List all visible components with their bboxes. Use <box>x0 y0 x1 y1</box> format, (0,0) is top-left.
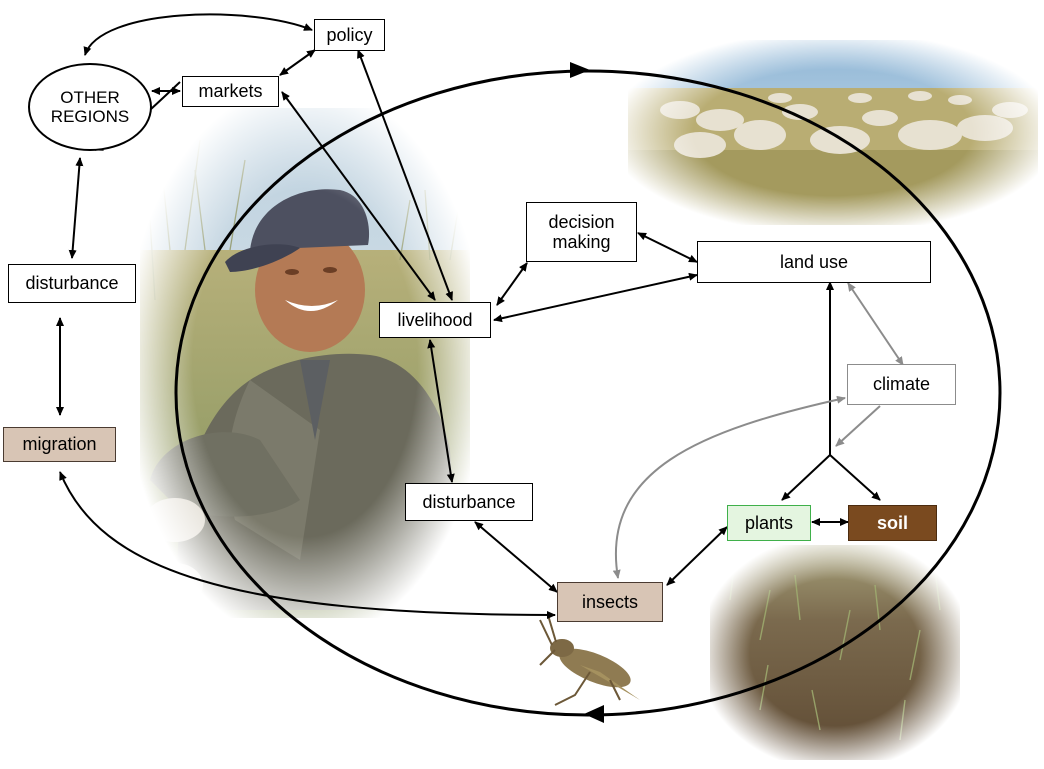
node-insects: insects <box>557 582 663 622</box>
node-policy: policy <box>314 19 385 51</box>
node-plants: plants <box>727 505 811 541</box>
node-disturbance-left-label: disturbance <box>25 273 119 294</box>
node-other-regions-label: OTHER REGIONS <box>50 87 130 126</box>
node-plants-label: plants <box>744 512 794 533</box>
node-insects-label: insects <box>581 591 639 612</box>
node-disturbance-left: disturbance <box>8 264 136 303</box>
node-migration: migration <box>3 427 116 462</box>
node-decision-making: decision making <box>526 202 637 262</box>
node-decision-making-label: decision making <box>548 211 615 252</box>
node-soil: soil <box>848 505 937 541</box>
node-disturbance-center-label: disturbance <box>422 491 516 512</box>
node-livelihood-label: livelihood <box>397 309 473 330</box>
node-migration-label: migration <box>22 434 97 455</box>
grassland-soil-photo <box>710 545 960 760</box>
node-soil-label: soil <box>876 512 908 533</box>
node-markets-label: markets <box>198 81 263 102</box>
node-policy-label: policy <box>326 24 373 45</box>
node-markets: markets <box>182 76 279 107</box>
node-disturbance-center: disturbance <box>405 483 533 521</box>
node-land-use-label: land use <box>779 251 849 272</box>
node-climate: climate <box>847 364 956 405</box>
node-climate-label: climate <box>872 374 930 395</box>
grasshopper-image <box>539 614 640 706</box>
node-other-regions: OTHER REGIONS <box>28 63 152 151</box>
sheep-grassland-photo <box>628 40 1038 225</box>
node-livelihood: livelihood <box>379 302 491 338</box>
herder-photo <box>140 108 470 618</box>
node-land-use: land use <box>697 241 931 283</box>
